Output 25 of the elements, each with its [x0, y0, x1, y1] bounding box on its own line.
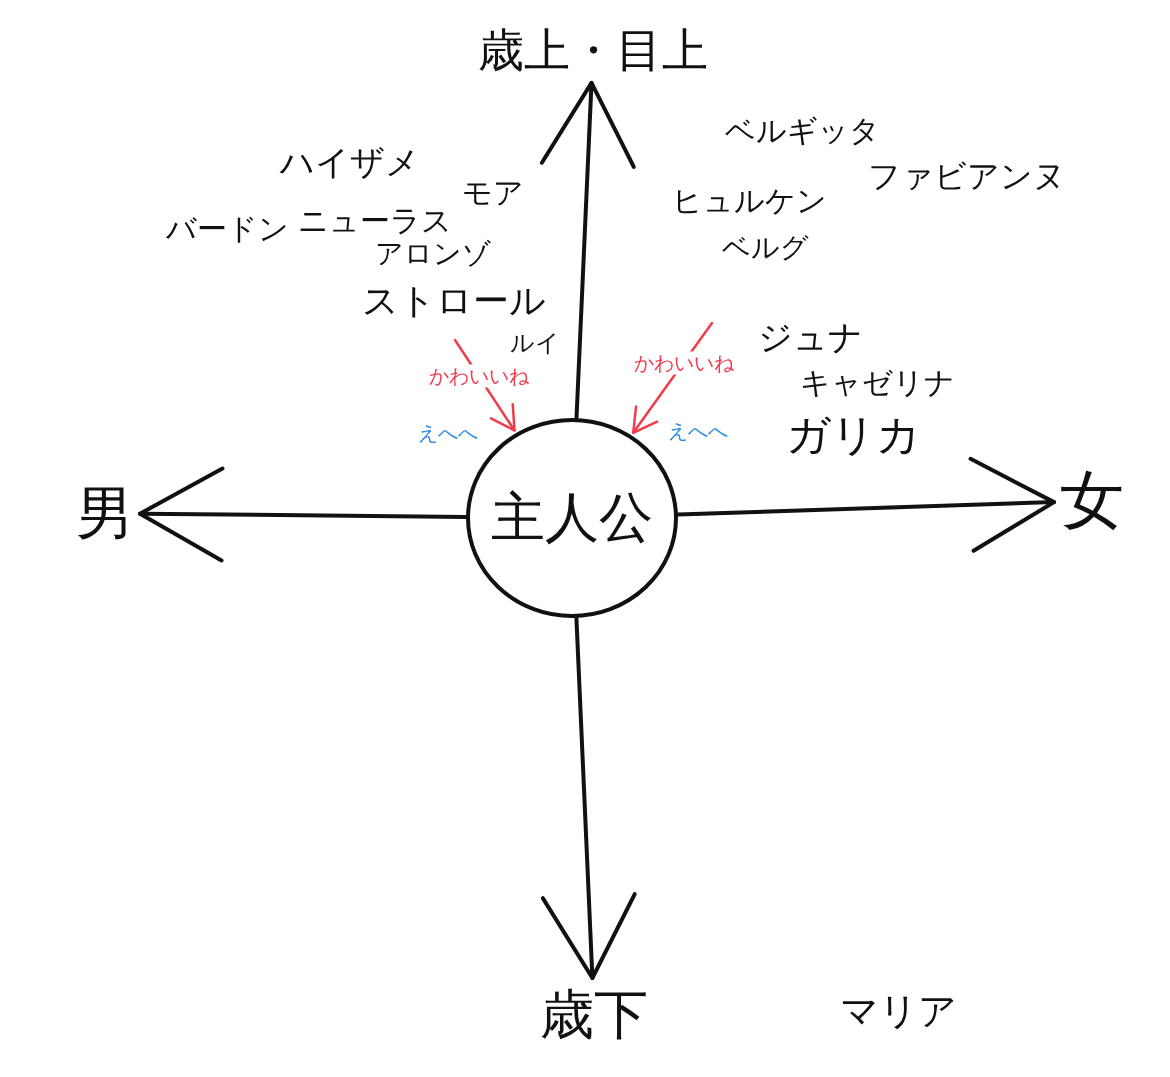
arrow: [539, 80, 636, 421]
axis-label: 歳下: [540, 984, 648, 1047]
note-text: えへへ: [668, 420, 728, 443]
name-label: ストロール: [362, 280, 546, 322]
circle-label: 主人公: [491, 486, 653, 550]
name-label: ベルグ: [722, 232, 809, 265]
axis-label: 歳上・目上: [478, 24, 708, 77]
name-label: ハイザメ: [280, 143, 420, 183]
name-label: ジュナ: [758, 318, 863, 358]
note-text: えへへ: [418, 422, 478, 445]
name-label: キャゼリナ: [800, 366, 955, 401]
name-label: アロンゾ: [375, 238, 491, 271]
name-label: ルイ: [510, 330, 560, 358]
name-label: ファビアンヌ: [868, 158, 1066, 195]
name-label: ヒュルケン: [672, 184, 827, 219]
name-label: ベルギッタ: [725, 114, 880, 149]
axis-label: 男: [76, 480, 134, 547]
name-label: バードン: [166, 212, 289, 247]
axis-label: 女: [1060, 464, 1124, 538]
name-label: ニューラス: [298, 204, 452, 239]
name-label: マリア: [840, 990, 957, 1034]
name-label: ガリカ: [786, 410, 921, 461]
name-label: モア: [462, 176, 524, 211]
arrow: [540, 615, 637, 980]
arrow: [138, 466, 468, 563]
